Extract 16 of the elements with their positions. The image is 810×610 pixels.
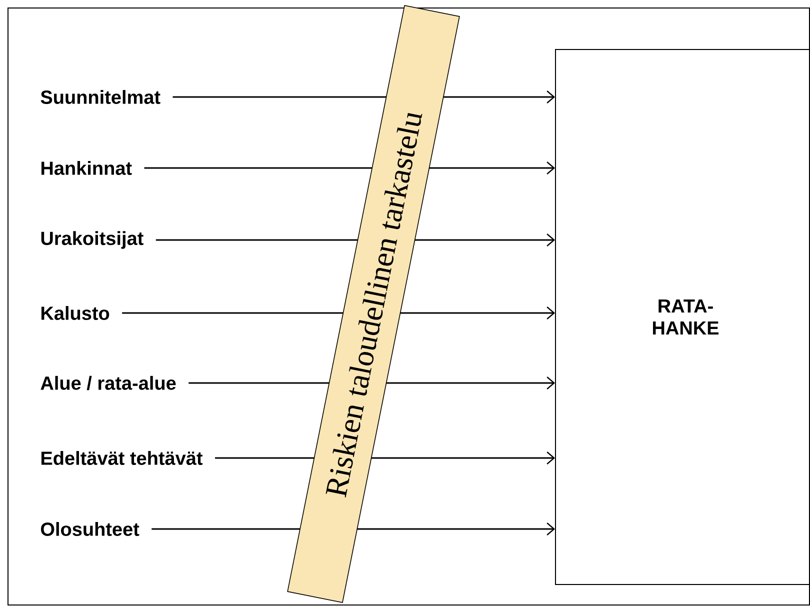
arrow	[429, 162, 556, 174]
item-label: Suunnitelmat	[40, 90, 160, 104]
tilted-band: Riskien taloudellinen tarkastelu	[287, 5, 460, 603]
project-box: RATA- HANKE	[555, 49, 810, 585]
item-label: Edeltävät tehtävät	[41, 451, 203, 465]
item-label: Alue / rata-alue	[40, 376, 176, 390]
arrow	[443, 90, 556, 104]
item-label: Hankinnat	[41, 161, 132, 175]
arrow	[386, 376, 556, 390]
item-label: Olosuhteet	[40, 522, 140, 536]
arrow	[414, 234, 556, 246]
arrow	[400, 306, 556, 320]
item-label: Urakoitsijat	[41, 231, 144, 249]
arrow	[371, 452, 556, 464]
arrow	[357, 522, 556, 536]
item-label: Kalusto	[41, 306, 110, 320]
